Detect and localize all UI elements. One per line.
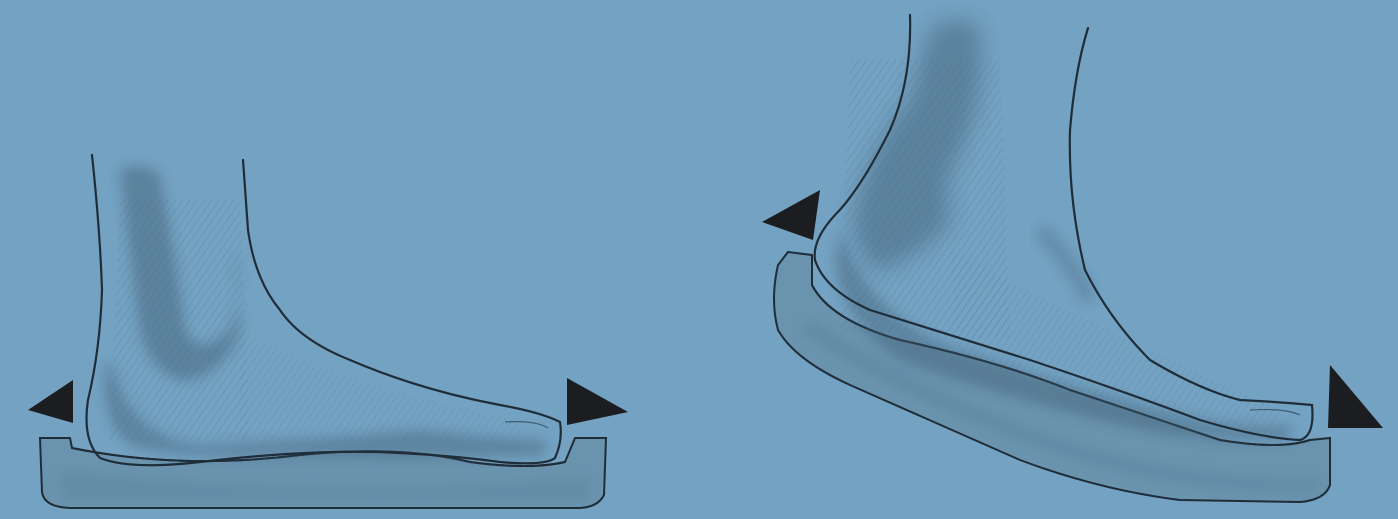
foot-insole-illustration (0, 0, 1398, 519)
